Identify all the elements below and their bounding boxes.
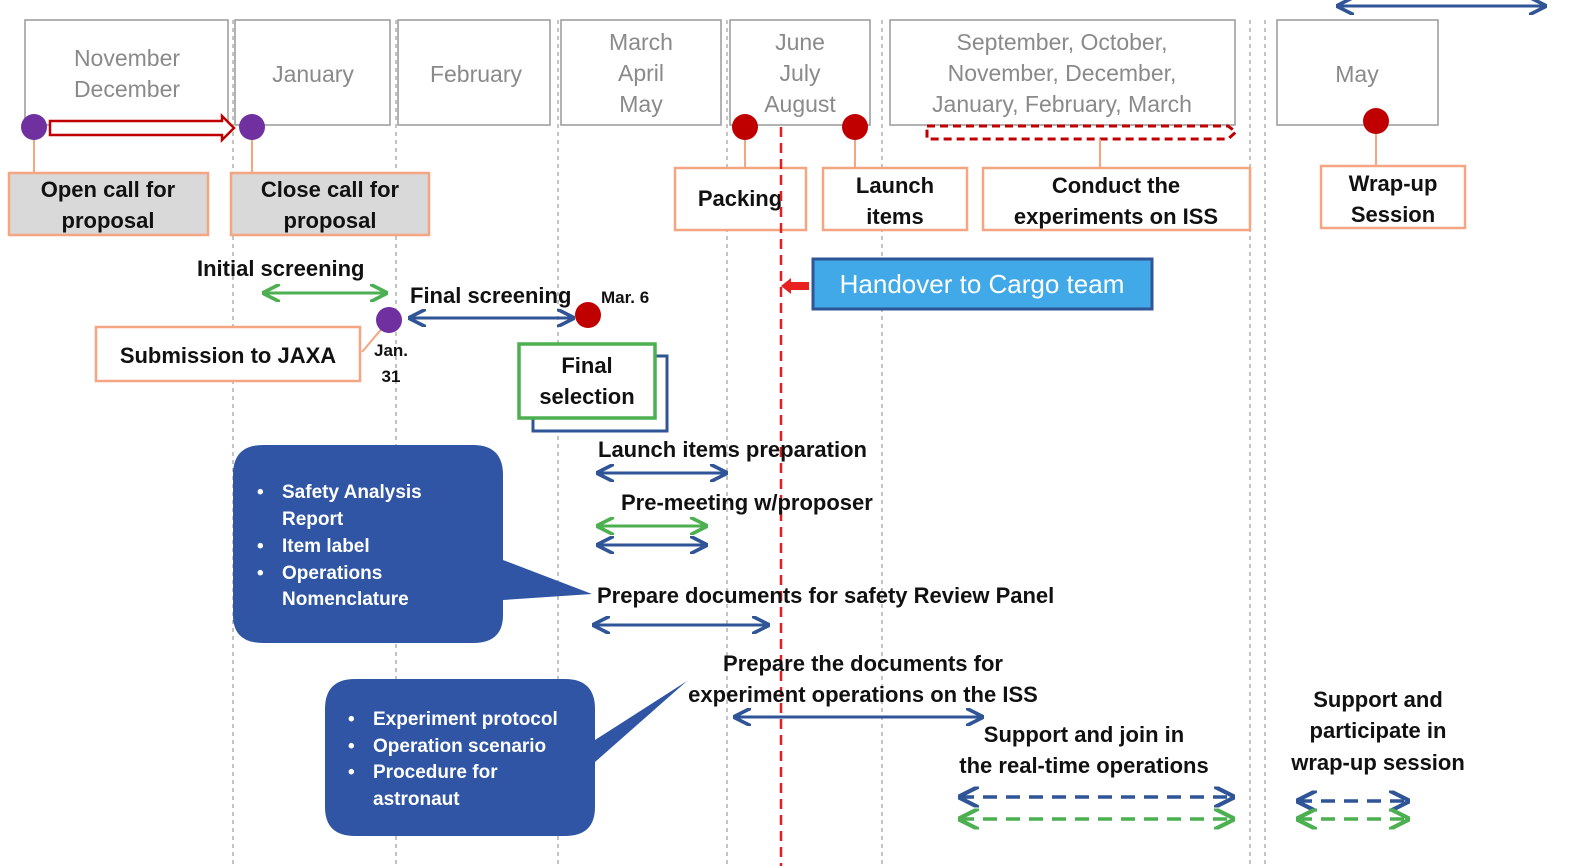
connectors	[33, 121, 1377, 353]
milestone-labels: Open call for proposal Close call for pr…	[7, 164, 1467, 433]
month-box-nov-dec	[24, 19, 229, 126]
bubble-item: Operations	[282, 563, 382, 584]
close-call-label: proposal	[284, 208, 377, 233]
conduct-label: experiments on ISS	[1014, 204, 1218, 229]
realtime-support-label: the real-time operations	[959, 753, 1208, 778]
conduct-period-arrow	[925, 124, 1239, 141]
close-call-label: Close call for	[261, 177, 400, 202]
month-label: April	[618, 60, 664, 86]
month-label: November, December,	[948, 60, 1177, 86]
bubble-bullet: •	[257, 536, 264, 557]
wrapup-label: Wrap-up	[1349, 171, 1438, 196]
month-label: May	[1335, 61, 1379, 87]
wrapup-support-label: Support and	[1313, 687, 1443, 712]
realtime-support-label: Support and join in	[984, 722, 1184, 747]
ops-docs-label: Prepare the documents for	[723, 651, 1003, 676]
wrapup-dot	[1363, 108, 1389, 134]
launch-dot	[842, 114, 868, 140]
final-selection-label: Final	[561, 353, 612, 378]
experiment-docs-bubble: • Experiment protocol • Operation scenar…	[325, 679, 687, 836]
bubble-item: Item label	[282, 536, 370, 557]
wrapup-label: Session	[1351, 202, 1435, 227]
handover-label: Handover to Cargo team	[840, 269, 1125, 299]
month-box-jan	[234, 19, 391, 126]
date-jan31: 31	[382, 367, 401, 386]
wrapup-support-label: participate in	[1310, 718, 1447, 743]
bubble-item: astronaut	[373, 789, 460, 810]
month-box-mar-may	[560, 19, 722, 126]
bubble-bullet: •	[348, 762, 355, 783]
safety-docs-bubble: • Safety Analysis Report • Item label • …	[233, 445, 592, 643]
launch-items-label: items	[866, 204, 923, 229]
open-call-dot	[21, 114, 47, 140]
initial-screening-label: Initial screening	[197, 256, 365, 281]
final-selection-dot	[575, 302, 601, 328]
packing-dot	[732, 114, 758, 140]
month-box-sep-mar	[889, 19, 1236, 126]
wrapup-box	[1319, 164, 1467, 230]
bubble-bullet: •	[348, 709, 355, 730]
call-period-arrow	[48, 112, 236, 144]
submission-box	[94, 325, 362, 383]
milestone-dots	[21, 108, 1389, 333]
handover-pointer	[781, 278, 809, 294]
month-box-may	[1276, 19, 1439, 126]
month-label: January, February, March	[932, 91, 1192, 117]
final-selection-box	[517, 342, 657, 420]
conduct-label: Conduct the	[1052, 173, 1180, 198]
launch-prep-label: Launch items preparation	[598, 437, 867, 462]
month-label: August	[764, 91, 836, 117]
packing-label: Packing	[698, 186, 782, 211]
month-label: May	[619, 91, 663, 117]
close-call-box	[229, 171, 431, 237]
safety-docs-label: Prepare documents for safety Review Pane…	[597, 583, 1054, 608]
date-jan31: Jan.	[374, 341, 408, 360]
launch-items-label: Launch	[856, 173, 934, 198]
open-call-box	[7, 171, 210, 237]
conduct-box	[981, 166, 1252, 232]
month-label: February	[430, 61, 523, 87]
month-label: December	[74, 76, 180, 102]
bubble-bullet: •	[348, 736, 355, 757]
pre-meeting-label: Pre-meeting w/proposer	[621, 490, 873, 515]
bubble-shape	[325, 679, 687, 836]
bubble-item: Operation scenario	[373, 736, 546, 757]
bubble-shape	[233, 445, 592, 643]
month-label: September, October,	[957, 29, 1168, 55]
final-selection-label: selection	[539, 384, 634, 409]
bubble-item: Nomenclature	[282, 589, 409, 610]
ops-docs-label: experiment operations on the ISS	[688, 682, 1038, 707]
month-headers: November December January February March…	[24, 19, 1439, 126]
open-call-label: Open call for	[41, 177, 176, 202]
close-call-dot	[239, 114, 265, 140]
bubble-item: Safety Analysis	[282, 482, 422, 503]
month-box-feb	[397, 19, 551, 126]
handover-box	[811, 257, 1154, 311]
month-label: July	[780, 60, 821, 86]
month-label: November	[74, 45, 180, 71]
month-label: January	[272, 61, 354, 87]
submission-label: Submission to JAXA	[120, 343, 336, 368]
bubble-item: Experiment protocol	[373, 709, 558, 730]
final-screening-label: Final screening	[410, 283, 571, 308]
launch-items-box	[821, 166, 969, 232]
open-call-label: proposal	[62, 208, 155, 233]
submission-dot	[376, 307, 402, 333]
month-box-jun-aug	[729, 19, 871, 126]
bubble-item: Procedure for	[373, 762, 498, 783]
date-mar6: Mar. 6	[601, 288, 649, 307]
wrapup-support-label: wrap-up session	[1290, 750, 1465, 775]
bubble-bullet: •	[257, 482, 264, 503]
bubble-bullet: •	[257, 563, 264, 584]
packing-box	[673, 166, 808, 232]
month-label: June	[775, 29, 825, 55]
month-label: March	[609, 29, 673, 55]
bubble-item: Report	[282, 509, 344, 530]
